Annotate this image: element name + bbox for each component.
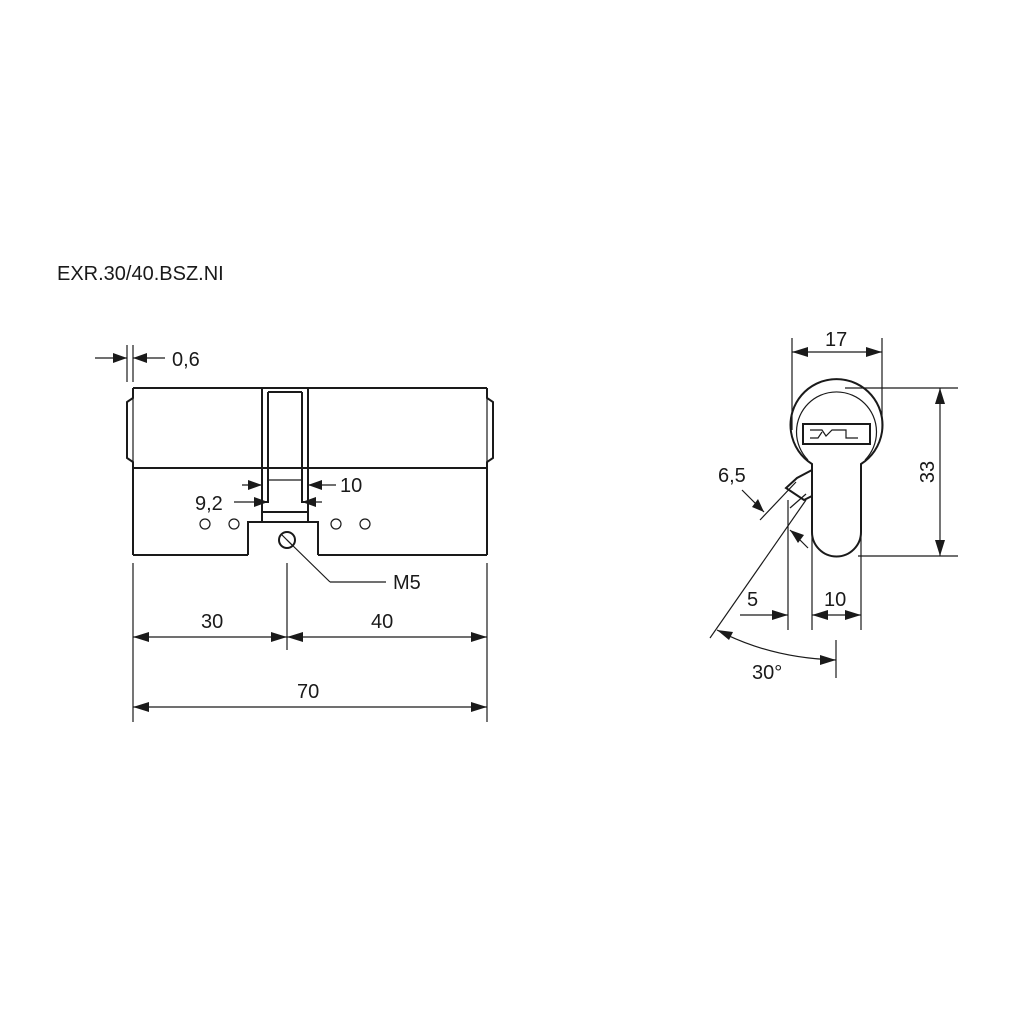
dim-step-label: 0,6 — [172, 349, 200, 371]
dim-height-label: 33 — [917, 461, 939, 483]
dim-total-label: 70 — [297, 681, 319, 703]
dim-cam-offset-label: 5 — [747, 589, 758, 611]
dim-left-label: 30 — [201, 611, 223, 633]
dim-width-label: 17 — [825, 329, 847, 351]
dim-cam-width-label: 10 — [340, 475, 362, 497]
cylinder-side-view — [784, 378, 884, 558]
dim-screw-label: M5 — [393, 572, 421, 594]
cylinder-front-view — [126, 387, 494, 556]
dim-cam-thickness-label: 6,5 — [718, 465, 746, 487]
front-dimensions: 0,6 10 9,2 M5 30 40 70 — [95, 345, 488, 722]
dim-cam-inner-label: 9,2 — [195, 493, 223, 515]
side-dimensions: 17 33 6,5 30° 5 10 — [709, 329, 958, 684]
model-code: EXR.30/40.BSZ.NI — [57, 263, 224, 285]
dim-angle-label: 30° — [752, 662, 782, 684]
dim-right-label: 40 — [371, 611, 393, 633]
dim-body-width-label: 10 — [824, 589, 846, 611]
